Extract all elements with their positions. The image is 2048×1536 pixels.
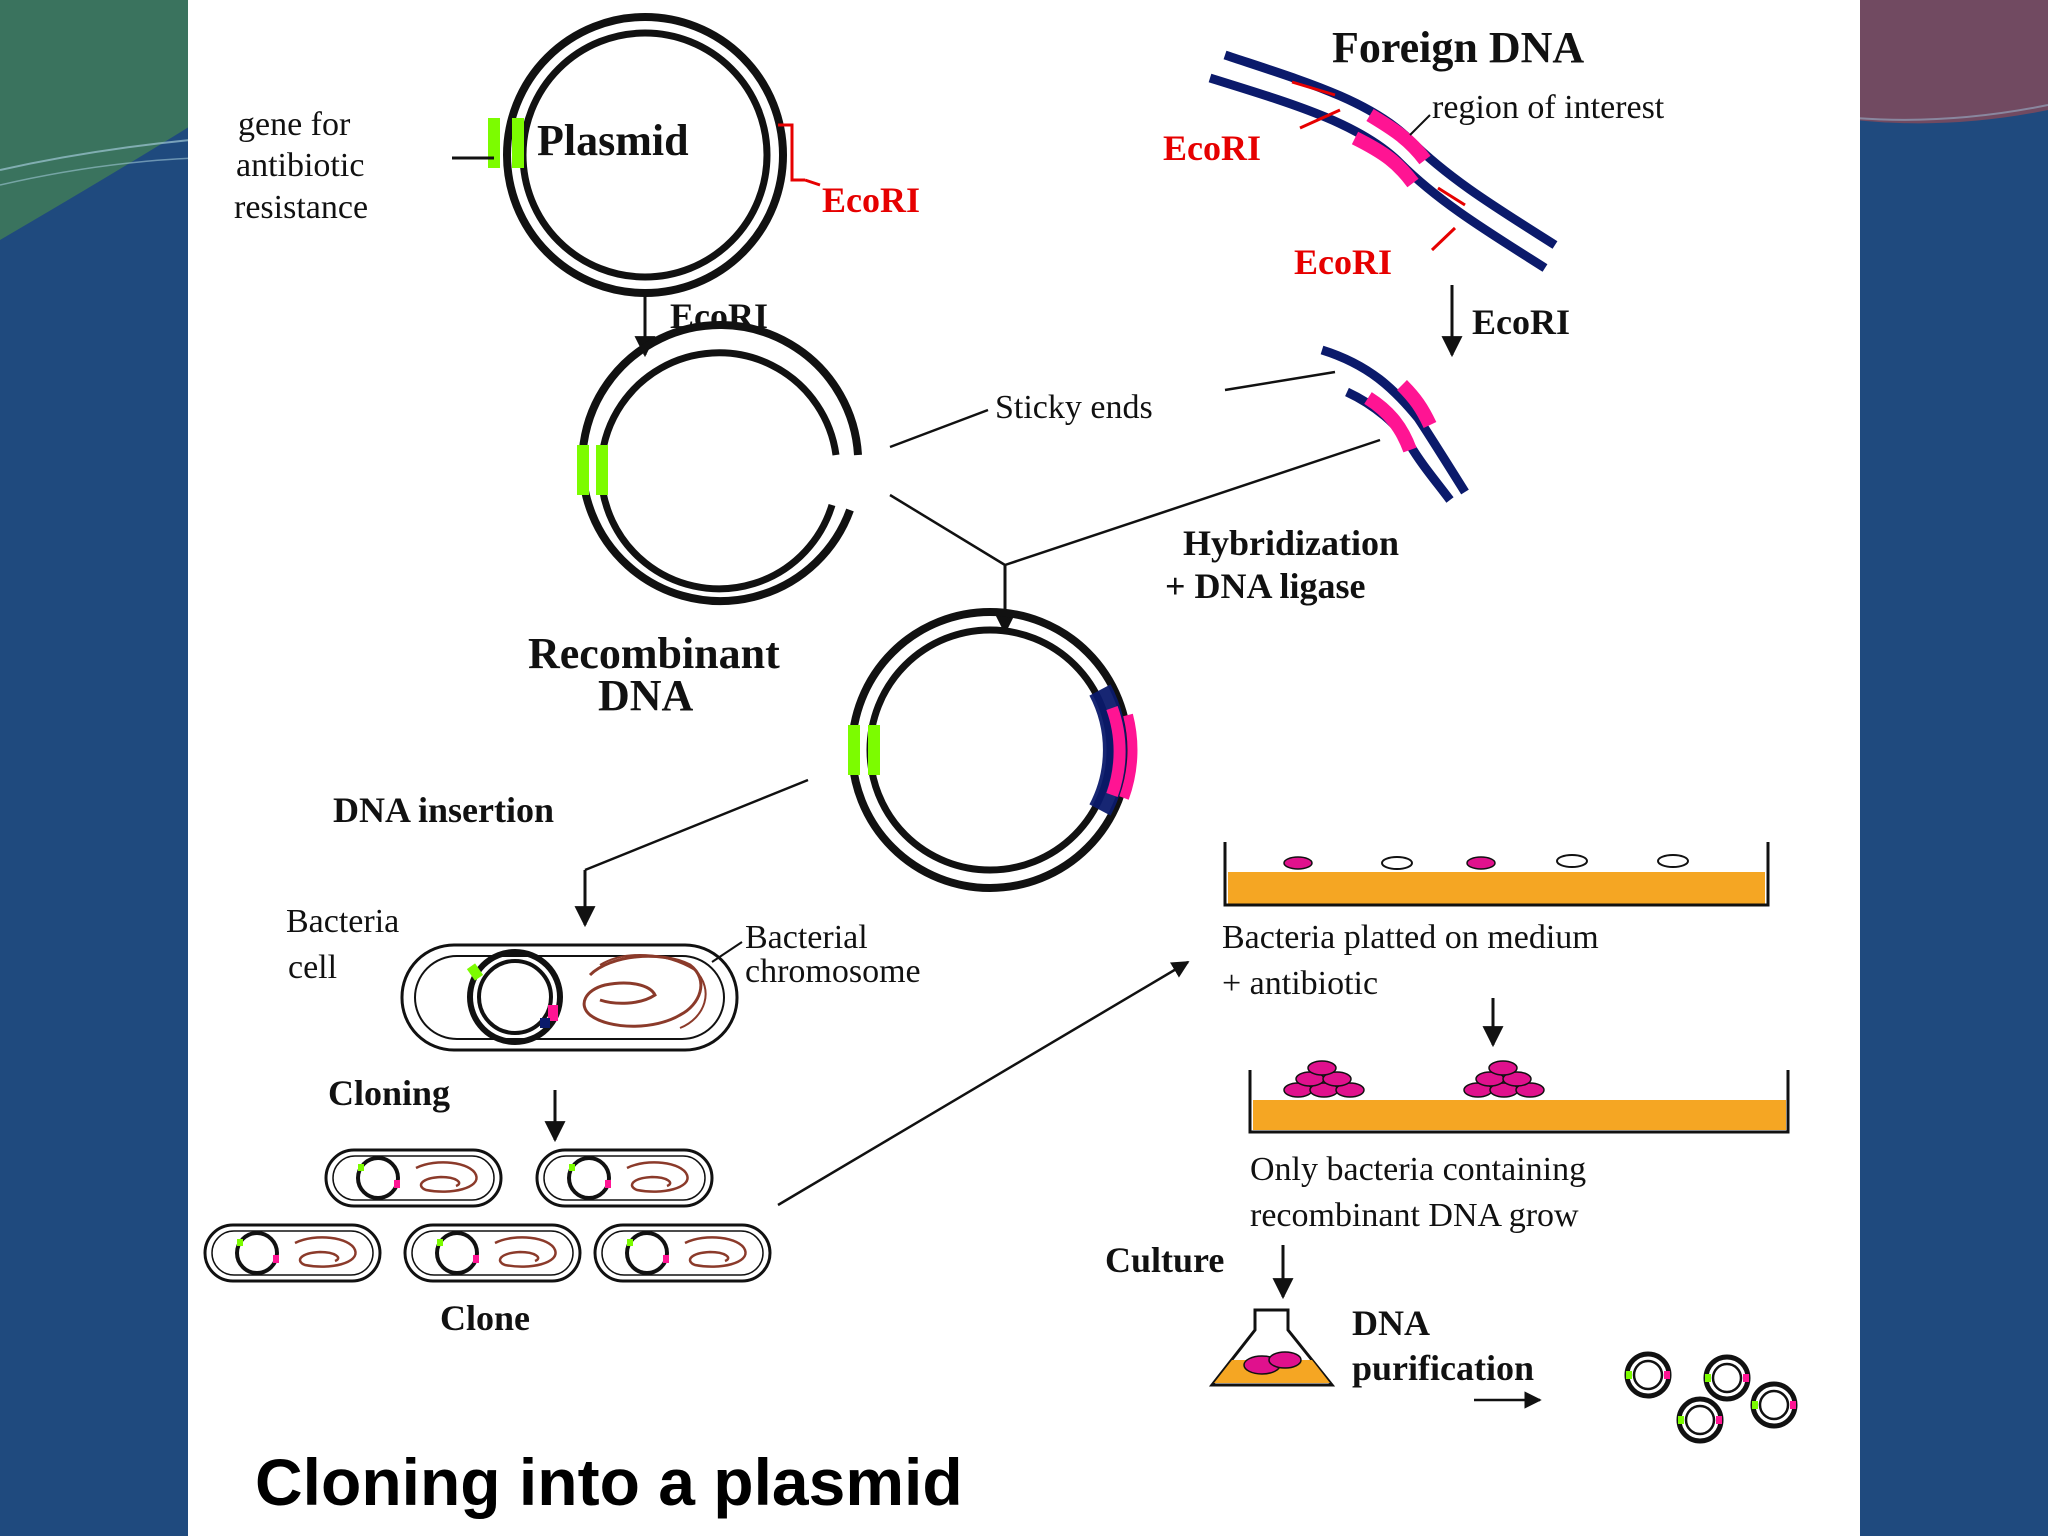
plate-colonies bbox=[1248, 1060, 1790, 1134]
region-of-interest-label: region of interest bbox=[1432, 89, 1665, 126]
antibiotic-gene-marker bbox=[488, 118, 500, 168]
bacteria-cell-label-line1: Bacteria bbox=[286, 903, 399, 940]
slide-caption: Cloning into a plasmid bbox=[255, 1445, 963, 1519]
sticky-ends-leader-right bbox=[1224, 370, 1336, 392]
sticky-ends-leader-left bbox=[889, 408, 989, 449]
culture-flask bbox=[1208, 1308, 1336, 1387]
dna-ligase-label: + DNA ligase bbox=[1165, 566, 1366, 606]
plated-label-line1: Bacteria platted on medium bbox=[1222, 919, 1599, 956]
recombinant-dna-ring bbox=[848, 608, 1138, 892]
bacteria-cell bbox=[400, 943, 739, 1052]
recombinant-label-line2: DNA bbox=[598, 671, 694, 720]
dna-purification-label-line1: DNA bbox=[1352, 1303, 1430, 1343]
only-bacteria-label-line1: Only bacteria containing bbox=[1250, 1151, 1586, 1188]
sticky-ends-label: Sticky ends bbox=[995, 389, 1153, 426]
hybridization-label: Hybridization bbox=[1183, 523, 1399, 563]
bacteria-cell-label-line2: cell bbox=[288, 949, 337, 986]
only-bacteria-label-line2: recombinant DNA grow bbox=[1250, 1197, 1579, 1234]
ecori-label-step2: EcoRI bbox=[1472, 302, 1570, 342]
ecori-label-plasmid: EcoRI bbox=[822, 180, 920, 220]
foreign-dna-strands bbox=[1208, 50, 1558, 272]
ecori-label-foreign-bottom: EcoRI bbox=[1294, 242, 1392, 282]
ecori-label-foreign-top: EcoRI bbox=[1163, 128, 1261, 168]
purified-plasmids bbox=[1624, 1351, 1798, 1444]
bacterial-chromosome bbox=[582, 954, 703, 1028]
plate-medium-antibiotic bbox=[1223, 842, 1770, 907]
cut-foreign-fragment bbox=[1320, 345, 1469, 503]
plasmid-label: Plasmid bbox=[537, 116, 689, 165]
region-of-interest-mark bbox=[1366, 108, 1431, 165]
cloning-label: Cloning bbox=[328, 1073, 450, 1113]
bacterial-chromosome-label-line2: chromosome bbox=[745, 953, 921, 990]
gene-label-line1: gene for bbox=[238, 106, 351, 143]
gene-label-line2: antibiotic bbox=[236, 147, 364, 184]
dna-purification-label-line2: purification bbox=[1352, 1348, 1534, 1388]
bacterial-chromosome-label-line1: Bacterial bbox=[745, 919, 868, 956]
clone-label: Clone bbox=[440, 1298, 530, 1338]
gene-label-line3: resistance bbox=[234, 189, 368, 226]
dna-insertion-label: DNA insertion bbox=[333, 790, 554, 830]
clone-cells bbox=[203, 1148, 772, 1283]
recombinant-label-line1: Recombinant bbox=[528, 629, 780, 678]
plated-label-line2: + antibiotic bbox=[1222, 965, 1378, 1002]
cut-plasmid bbox=[577, 321, 862, 606]
culture-label: Culture bbox=[1105, 1240, 1224, 1280]
foreign-dna-label: Foreign DNA bbox=[1332, 23, 1584, 72]
arrow-to-plate bbox=[777, 960, 1190, 1207]
ecori-site-mark bbox=[778, 123, 805, 182]
